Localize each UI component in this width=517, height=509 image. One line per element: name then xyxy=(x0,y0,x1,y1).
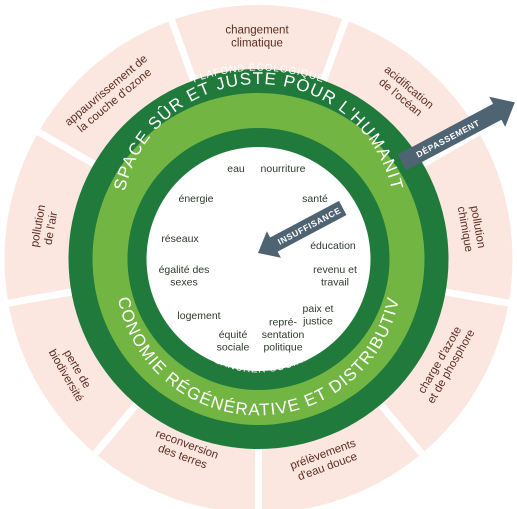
social-dimension-label: santé xyxy=(302,193,328,205)
sector-dividers xyxy=(0,11,517,509)
ecological-dimension-label-line: changement xyxy=(225,25,289,37)
social-dimension-label-line: énergie xyxy=(178,193,213,205)
social-dimension-label-line: sociale xyxy=(217,341,250,353)
social-dimension-label-line: égalité des xyxy=(159,264,210,276)
sector-divider xyxy=(318,11,352,87)
shortfall-arrow-shape xyxy=(258,200,347,258)
social-dimension-label: eau xyxy=(227,163,245,175)
social-dimension-label: nourriture xyxy=(261,163,306,175)
sector-divider xyxy=(416,124,488,170)
social-dimension-label: logement xyxy=(177,310,220,322)
ecological-dimension-label: pollutionde l'air xyxy=(29,204,61,251)
social-dimension-label-line: santé xyxy=(302,193,328,205)
sector-divider xyxy=(440,287,517,308)
social-dimension-label-line: éducation xyxy=(310,240,356,252)
social-dimension-label-line: équité xyxy=(219,329,248,341)
social-dimension-label-line: revenu et xyxy=(313,264,357,276)
social-dimension-label-line: logement xyxy=(177,310,220,322)
social-dimension-label: énergie xyxy=(178,193,213,205)
sector-divider xyxy=(29,124,101,170)
ecological-dimension-label-line: climatique xyxy=(231,38,283,50)
social-dimension-label-line: repré- xyxy=(269,317,298,329)
social-dimension-label-line: politique xyxy=(263,342,302,354)
social-dimension-label: réseaux xyxy=(161,233,199,245)
social-shortfall-zone xyxy=(146,147,371,371)
sector-divider xyxy=(0,287,77,308)
social-dimension-label-line: justice xyxy=(302,315,333,327)
sector-divider xyxy=(374,398,430,462)
social-dimension-label-line: travail xyxy=(321,276,349,288)
social-dimension-label-line: sexes xyxy=(170,276,197,288)
social-dimension-label-line: paix et xyxy=(303,303,334,315)
sector-divider xyxy=(87,398,143,462)
social-dimension-label-line: réseaux xyxy=(161,233,199,245)
social-dimension-label-line: nourriture xyxy=(261,163,306,175)
social-dimension-label-line: eau xyxy=(227,163,245,175)
overshoot-arrow-shape xyxy=(397,96,515,171)
social-dimension-label: éducation xyxy=(310,240,356,252)
social-dimension-label-line: sentation xyxy=(262,329,305,341)
ecological-dimension-label-line: de l'air xyxy=(43,211,61,246)
sector-divider xyxy=(165,11,199,87)
